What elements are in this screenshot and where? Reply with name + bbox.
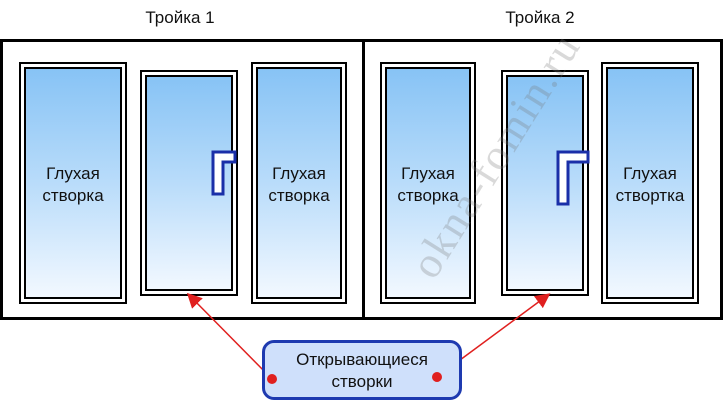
pane-label: Глухая створка xyxy=(258,163,340,207)
handle-icon xyxy=(211,150,237,196)
glass-pane: Глухая створтка xyxy=(606,67,694,299)
title-left: Тройка 1 xyxy=(145,8,215,27)
glass-pane: Глухая створка xyxy=(256,67,342,299)
pane-label-line2: створка xyxy=(268,186,330,205)
fixed-sash-right-3: Глухая створтка xyxy=(601,62,699,304)
pane-label-line1: Глухая xyxy=(46,164,100,183)
callout-line1: Открывающиеся xyxy=(296,350,428,369)
pane-label-line1: Глухая xyxy=(401,164,455,183)
fixed-sash-right-1: Глухая створка xyxy=(380,62,476,304)
window-frame-right: Глухая створка Глухая створтка xyxy=(362,39,723,320)
pane-label-line2: створтка xyxy=(615,186,685,205)
window-frame-left: Глухая створка Глухая створка xyxy=(0,39,365,320)
callout-line2: створки xyxy=(331,372,393,391)
pane-label-line2: створка xyxy=(42,186,104,205)
glass-pane: Глухая створка xyxy=(385,67,471,299)
opening-sash-left xyxy=(140,70,238,296)
pane-label: Глухая створка xyxy=(387,163,469,207)
pane-label: Глухая створтка xyxy=(608,163,692,207)
pane-label-line1: Глухая xyxy=(623,164,677,183)
glass-pane: Глухая створка xyxy=(24,67,122,299)
arrow-left xyxy=(186,292,273,380)
handle-icon xyxy=(556,150,590,206)
pane-label-line2: створка xyxy=(397,186,459,205)
pane-label-line1: Глухая xyxy=(272,164,326,183)
opening-sash-right xyxy=(501,70,590,296)
callout-box: Открывающиеся створки xyxy=(262,340,462,400)
fixed-sash-left-3: Глухая створка xyxy=(251,62,347,304)
pane-label: Глухая створка xyxy=(26,163,120,207)
title-right: Тройка 2 xyxy=(505,8,575,27)
glass-pane xyxy=(506,75,584,291)
fixed-sash-left-1: Глухая створка xyxy=(19,62,127,304)
